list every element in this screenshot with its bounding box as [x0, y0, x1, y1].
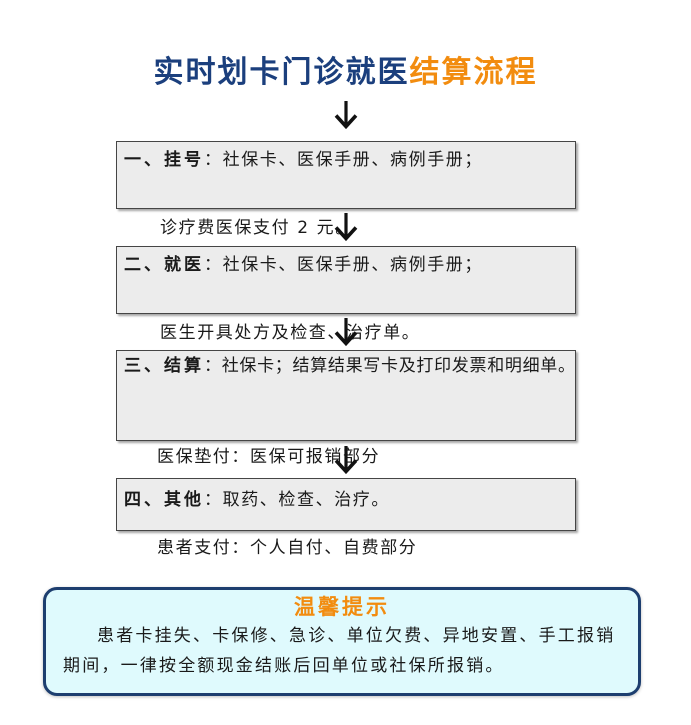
step-line: 四、其他：取药、检查、治疗。 — [124, 486, 575, 539]
down-arrow-icon — [334, 318, 358, 347]
tip-text: 患者卡挂失、卡保修、急诊、单位欠费、异地安置、手工报销 — [97, 626, 616, 646]
step-heading: 四、其他 — [124, 490, 204, 510]
step-text: ：社保卡；结算结果写卡及打印发票和明细单。 — [204, 356, 576, 376]
step-line: 二、就医：社保卡、医保手册、病例手册； — [124, 251, 575, 319]
step-text: 医生开具处方及检查、治疗单。 — [160, 323, 421, 343]
page-title-main: 实时划卡门诊就医 — [153, 55, 410, 90]
step-text: ：社保卡、医保手册、病例手册； — [204, 255, 483, 275]
down-arrow-icon — [334, 446, 358, 475]
step-text: 患者支付：个人自付、自费部分 — [157, 538, 418, 558]
step-line: 一、挂号：社保卡、医保手册、病例手册； — [124, 146, 575, 214]
page-title: 实时划卡门诊就医结算流程 — [0, 53, 691, 93]
step-box-other: 四、其他：取药、检查、治疗。 — [116, 478, 576, 531]
tip-title: 温馨提示 — [294, 595, 390, 619]
step-text: ：社保卡、医保手册、病例手册； — [204, 150, 483, 170]
step-text: 医保垫付：医保可报销部分 — [157, 447, 381, 467]
step-heading: 二、就医 — [124, 255, 204, 275]
step-box-consultation: 二、就医：社保卡、医保手册、病例手册； 医生开具处方及检查、治疗单。 — [116, 246, 576, 343]
tip-box: 温馨提示 患者卡挂失、卡保修、急诊、单位欠费、异地安置、手工报销 期间，一律按全… — [43, 587, 641, 696]
down-arrow-icon — [334, 101, 358, 130]
step-box-registration: 一、挂号：社保卡、医保手册、病例手册； 诊疗费医保支付 2 元。 — [116, 141, 576, 238]
step-text: ：取药、检查、治疗。 — [204, 490, 390, 510]
down-arrow-icon — [334, 213, 358, 242]
page-title-accent: 结算流程 — [409, 55, 538, 90]
tip-text: 期间，一律按全额现金结账后回单位或社保所报销。 — [63, 656, 505, 676]
step-text: 诊疗费医保支付 2 元。 — [160, 218, 354, 238]
step-box-settlement: 三、结算：社保卡；结算结果写卡及打印发票和明细单。 医保垫付：医保可报销部分 患… — [116, 350, 576, 558]
step-heading: 三、结算 — [124, 356, 204, 376]
step-line: 三、结算：社保卡；结算结果写卡及打印发票和明细单。 — [124, 351, 575, 442]
step-heading: 一、挂号 — [124, 150, 204, 170]
